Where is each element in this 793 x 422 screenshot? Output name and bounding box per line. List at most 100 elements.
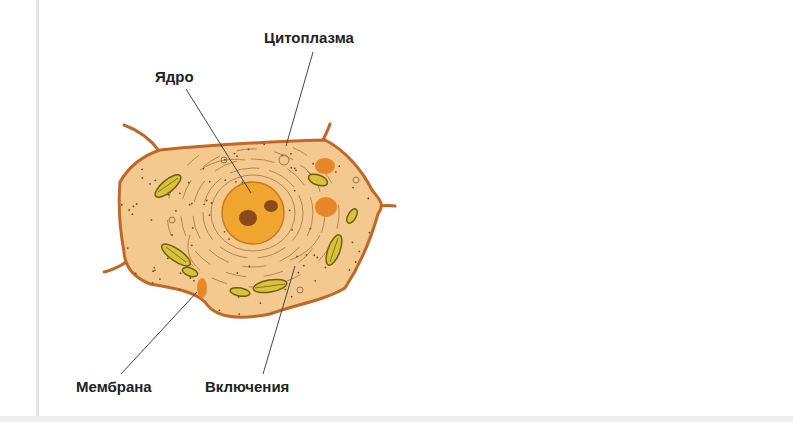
- ribosome: [355, 261, 357, 263]
- ribosome: [189, 204, 191, 206]
- part-label: Цитоплазма: [264, 29, 354, 47]
- ribosome: [209, 214, 211, 216]
- ribosome: [358, 251, 360, 253]
- ribosome: [131, 213, 133, 215]
- ribosome: [338, 165, 340, 167]
- ribosome: [350, 310, 352, 312]
- ribosome: [263, 143, 265, 145]
- ribosome: [141, 177, 143, 179]
- ribosome: [188, 311, 190, 313]
- ribosome: [238, 313, 240, 315]
- ribosome: [313, 254, 315, 256]
- ribosome: [312, 163, 314, 165]
- ribosome: [272, 313, 274, 315]
- ribosome: [154, 179, 156, 181]
- ribosome: [203, 203, 205, 205]
- leader-line: [121, 52, 313, 374]
- ribosome: [152, 270, 154, 272]
- ribosome: [236, 272, 238, 274]
- ribosome: [127, 247, 129, 249]
- inclusion: [197, 158, 337, 298]
- cell-membrane: [119, 140, 381, 317]
- ribosome: [224, 159, 226, 161]
- ribosome: [372, 239, 374, 241]
- ribosome: [181, 298, 183, 300]
- ribosome: [324, 304, 326, 306]
- ribosome: [191, 203, 193, 205]
- ribosome: [369, 232, 371, 234]
- ribosome: [142, 317, 144, 319]
- ribosome: [140, 306, 142, 308]
- ribosome: [209, 181, 211, 183]
- ribosome: [224, 179, 226, 181]
- ribosome: [353, 158, 355, 160]
- nucleus: [222, 182, 284, 244]
- ribosome: [240, 317, 242, 319]
- ribosome: [188, 182, 190, 184]
- ribosome: [140, 297, 142, 299]
- ribosome: [179, 289, 181, 291]
- ribosome: [335, 171, 337, 173]
- part-label: Мембрана: [76, 378, 152, 396]
- ribosome: [125, 167, 127, 169]
- ribosome: [352, 187, 354, 189]
- ribosome: [284, 288, 286, 290]
- ribosome: [363, 314, 365, 316]
- ribosome: [360, 294, 362, 296]
- ribosome: [296, 256, 298, 258]
- ribosome: [141, 151, 143, 153]
- ribosome: [297, 272, 299, 274]
- ribosome: [133, 206, 135, 208]
- ribosome: [191, 244, 193, 246]
- ribosome: [314, 280, 316, 282]
- nucleolus: [264, 200, 278, 212]
- ribosome: [367, 198, 369, 200]
- ribosome: [289, 210, 291, 212]
- ribosome: [248, 266, 250, 268]
- ribosome: [165, 148, 167, 150]
- ribosome: [290, 167, 292, 169]
- ribosome: [193, 280, 195, 282]
- ribosome: [294, 168, 296, 170]
- ribosome: [259, 302, 261, 304]
- ribosome: [162, 139, 164, 141]
- ribosome: [205, 144, 207, 146]
- ribosome: [236, 155, 238, 157]
- ribosome: [167, 257, 169, 259]
- ribosome: [290, 153, 292, 155]
- ribosome: [248, 148, 250, 150]
- part-label: Включения: [205, 378, 289, 396]
- ribosome: [171, 234, 173, 236]
- part-label: Ядро: [155, 68, 194, 86]
- ribosome: [152, 282, 154, 284]
- ribosome: [150, 219, 152, 221]
- ribosome: [141, 168, 143, 170]
- ribosome: [136, 203, 138, 205]
- ribosome: [175, 210, 177, 212]
- nucleolus: [239, 210, 257, 226]
- ribosome: [128, 209, 130, 211]
- ribosome: [192, 227, 194, 229]
- mitochondrion: [152, 171, 360, 298]
- ribosome: [340, 144, 342, 146]
- ribosome: [163, 317, 165, 319]
- ribosome: [201, 143, 203, 145]
- ribosome: [224, 231, 226, 233]
- ribosome: [295, 169, 297, 171]
- ribosome: [368, 173, 370, 175]
- ribosome: [207, 307, 209, 309]
- ribosome: [121, 275, 123, 277]
- ribosome: [291, 296, 293, 298]
- ribosome: [159, 278, 161, 280]
- ribosome: [325, 267, 327, 269]
- ribosome: [352, 241, 354, 243]
- ribosome: [199, 302, 201, 304]
- ribosome: [218, 309, 220, 311]
- ribosome: [179, 192, 181, 194]
- ribosome: [294, 190, 296, 192]
- ribosome: [211, 202, 213, 204]
- ribosome: [206, 200, 208, 202]
- ribosome: [154, 269, 156, 271]
- ribosome: [203, 168, 205, 170]
